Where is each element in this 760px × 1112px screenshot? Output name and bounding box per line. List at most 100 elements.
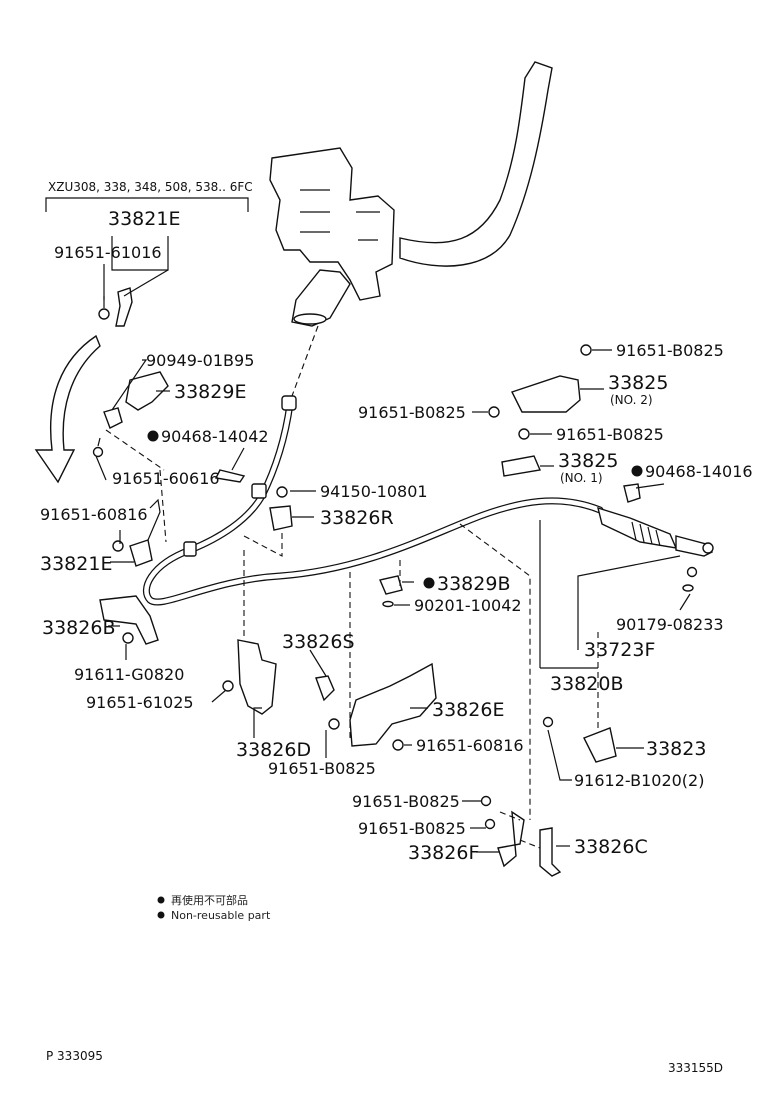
label-94150-10801: 94150-10801 <box>320 482 428 501</box>
label-no1: (NO. 1) <box>560 471 603 485</box>
shift-cable-33820B <box>142 395 714 606</box>
bolt-91612-B1020 <box>542 716 554 728</box>
label-33826R: 33826R <box>320 507 394 529</box>
label-33820B: 33820B <box>550 673 623 695</box>
leader-33820B <box>539 520 598 669</box>
bracket-33826E <box>349 662 437 747</box>
legend-dot-en <box>157 911 165 919</box>
leader-33723F <box>577 555 681 650</box>
label-90179-08233: 90179-08233 <box>616 615 724 634</box>
guide-8 <box>499 811 521 821</box>
leader-91651-60616 <box>95 455 107 481</box>
bracket-33826F <box>497 810 525 868</box>
label-91651-60816-mid: 91651-60816 <box>416 736 524 755</box>
label-91651-B0825-b: 91651-B0825 <box>358 819 466 838</box>
label-91651-61025: 91651-61025 <box>86 693 194 712</box>
guide-10 <box>105 429 165 471</box>
non-reusable-marker-90468-14042 <box>147 430 159 442</box>
footer-left-code: P 333095 <box>46 1049 103 1063</box>
bracket-33825-no2 <box>511 375 581 413</box>
legend-english: Non-reusable part <box>171 909 271 922</box>
cable-end-ribs <box>631 521 661 547</box>
label-90468-14016: 90468-14016 <box>645 462 753 481</box>
leader-90468-14042 <box>231 447 245 471</box>
lever-leader-dash <box>291 325 319 397</box>
cable-end-right <box>597 506 678 549</box>
label-33723F: 33723F <box>584 639 655 661</box>
label-33826B: 33826B <box>42 617 115 639</box>
bolt-91651-B0825-a <box>480 795 492 807</box>
cable-inner <box>144 401 603 605</box>
middle-parts <box>269 486 562 877</box>
bolt-91651-60816-left <box>112 540 124 552</box>
label-33829E: 33829E <box>174 381 246 403</box>
label-91651-60816-left: 91651-60816 <box>40 505 148 524</box>
cable-rod-end <box>675 535 714 557</box>
leader-90949 <box>111 359 148 411</box>
washer-90179-08233 <box>682 584 694 592</box>
bolt-91651-61016 <box>98 308 110 320</box>
leader-33821E-bracket <box>111 236 169 271</box>
non-reusable-marker-90468-14016 <box>631 465 643 477</box>
label-33829B: 33829B <box>437 573 510 595</box>
label-33825-no2: 33825 <box>608 372 668 394</box>
cable-end-upper <box>281 395 297 411</box>
dashed-guides <box>105 429 599 849</box>
label-90949-01B95: 90949-01B95 <box>146 351 254 370</box>
label-91612-B1020: 91612-B1020(2) <box>574 771 704 790</box>
clip-90949-01B95 <box>103 407 123 429</box>
guide-2 <box>243 530 283 557</box>
leader-33826S <box>309 649 327 677</box>
cable-boot <box>291 269 351 327</box>
bolt-91651-60616 <box>92 446 104 458</box>
bolt-91611-G0820 <box>122 632 134 644</box>
assembly-direction-arrow <box>34 334 101 484</box>
label-33826E: 33826E <box>432 699 504 721</box>
clip-33821E-wire <box>147 498 161 541</box>
label-33821E-left: 33821E <box>40 553 112 575</box>
cable-grommet <box>251 483 267 499</box>
shift-lever-assembly <box>269 61 553 327</box>
clip-33821E-left <box>129 539 153 567</box>
clip-33826R <box>269 505 293 531</box>
bolt-91651-61025 <box>222 680 234 692</box>
leader-33821E-clip <box>123 269 169 297</box>
clamp-90468-14042 <box>214 469 246 483</box>
leader-90468-14016 <box>635 483 665 489</box>
label-91651-B0825-r3: 91651-B0825 <box>556 425 664 444</box>
bolt-91651-B0825-r1 <box>580 344 592 356</box>
variant-note: XZU308, 338, 348, 508, 538.. 6FC <box>48 180 253 194</box>
housing-details <box>300 189 380 241</box>
label-33823: 33823 <box>646 738 706 760</box>
label-91651-60616: 91651-60616 <box>112 469 220 488</box>
bracket-33826B <box>99 595 159 645</box>
washer-90201-10042 <box>382 600 394 608</box>
bolt-91651-B0825-r2 <box>488 406 500 418</box>
guide-1 <box>159 469 167 543</box>
bracket-33825-no1 <box>501 455 541 477</box>
bolt-91651-B0825-low <box>328 718 340 730</box>
label-33821E-top: 33821E <box>108 208 180 230</box>
cable-clamp-left <box>183 541 197 557</box>
leader-91651-61025 <box>211 689 227 703</box>
legend-dot-jp <box>157 896 165 904</box>
variant-note-group: XZU308, 338, 348, 508, 538.. 6FC <box>45 180 253 212</box>
label-33826S: 33826S <box>282 631 355 653</box>
shift-lever-housing <box>269 147 395 301</box>
bracket-33826S <box>315 675 335 702</box>
label-33826C: 33826C <box>574 836 648 858</box>
label-33826D: 33826D <box>236 739 311 761</box>
shift-lever-rod <box>399 61 553 267</box>
part-labels: 33821E 91651-61016 90949-01B95 33829E 90… <box>40 208 753 864</box>
bolt-91651-B0825-r3 <box>518 428 530 440</box>
leader-lines <box>95 236 691 853</box>
left-parts <box>92 287 277 715</box>
bolt-shank-91651-60616 <box>97 437 101 447</box>
leader-91612 <box>547 729 572 781</box>
legend: 再使用不可部品 Non-reusable part <box>157 893 271 922</box>
label-90468-14042: 90468-14042 <box>161 427 269 446</box>
bracket-33829E <box>125 371 169 411</box>
bracket-33826C <box>539 827 562 877</box>
right-parts <box>488 344 698 763</box>
